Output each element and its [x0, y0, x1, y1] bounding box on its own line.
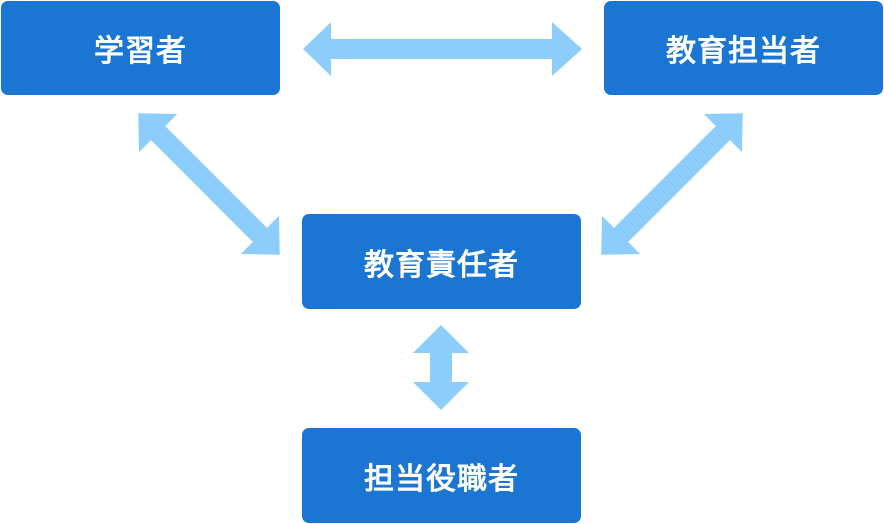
- education-staff-node: 教育担当者: [604, 1, 883, 95]
- learner-label: 学習者: [94, 34, 187, 69]
- managers-label: 担当役職者: [364, 461, 519, 497]
- education-lead-label: 教育責任者: [364, 247, 519, 283]
- double-arrow-lead-managers: [413, 325, 469, 410]
- education-staff-label: 教育担当者: [666, 34, 821, 69]
- learner-node: 学習者: [1, 1, 280, 95]
- education-lead-node: 教育責任者: [302, 214, 581, 309]
- managers-node: 担当役職者: [302, 428, 581, 523]
- double-arrow-learner-staff: [303, 22, 582, 76]
- double-arrow-staff-lead: [601, 113, 743, 255]
- double-arrow-learner-lead: [138, 113, 280, 255]
